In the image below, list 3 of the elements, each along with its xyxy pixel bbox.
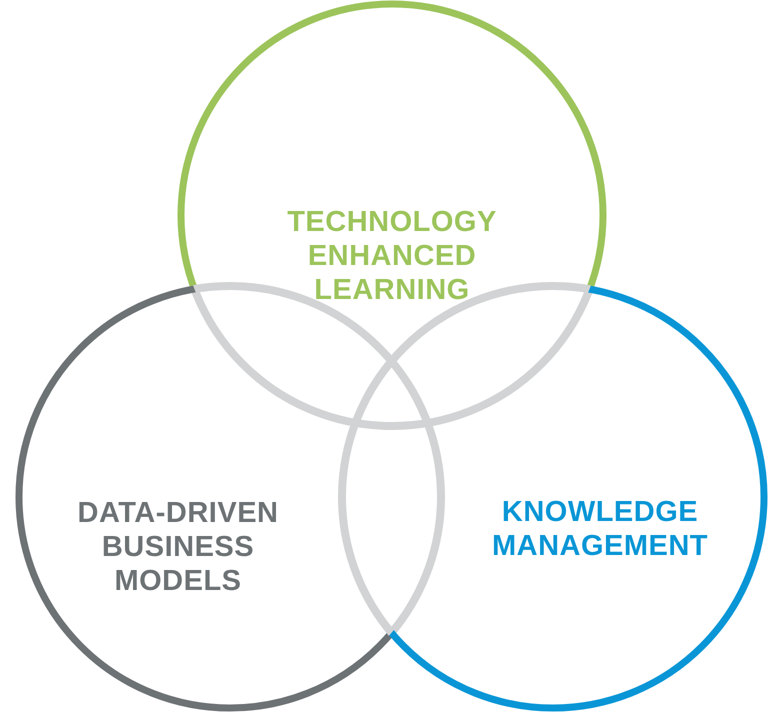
circle-label: TECHNOLOGY ENHANCED LEARNING bbox=[286, 205, 498, 307]
circle-label: KNOWLEDGE MANAGEMENT bbox=[490, 495, 710, 563]
circle-label: DATA-DRIVEN BUSINESS MODELS bbox=[76, 496, 280, 598]
